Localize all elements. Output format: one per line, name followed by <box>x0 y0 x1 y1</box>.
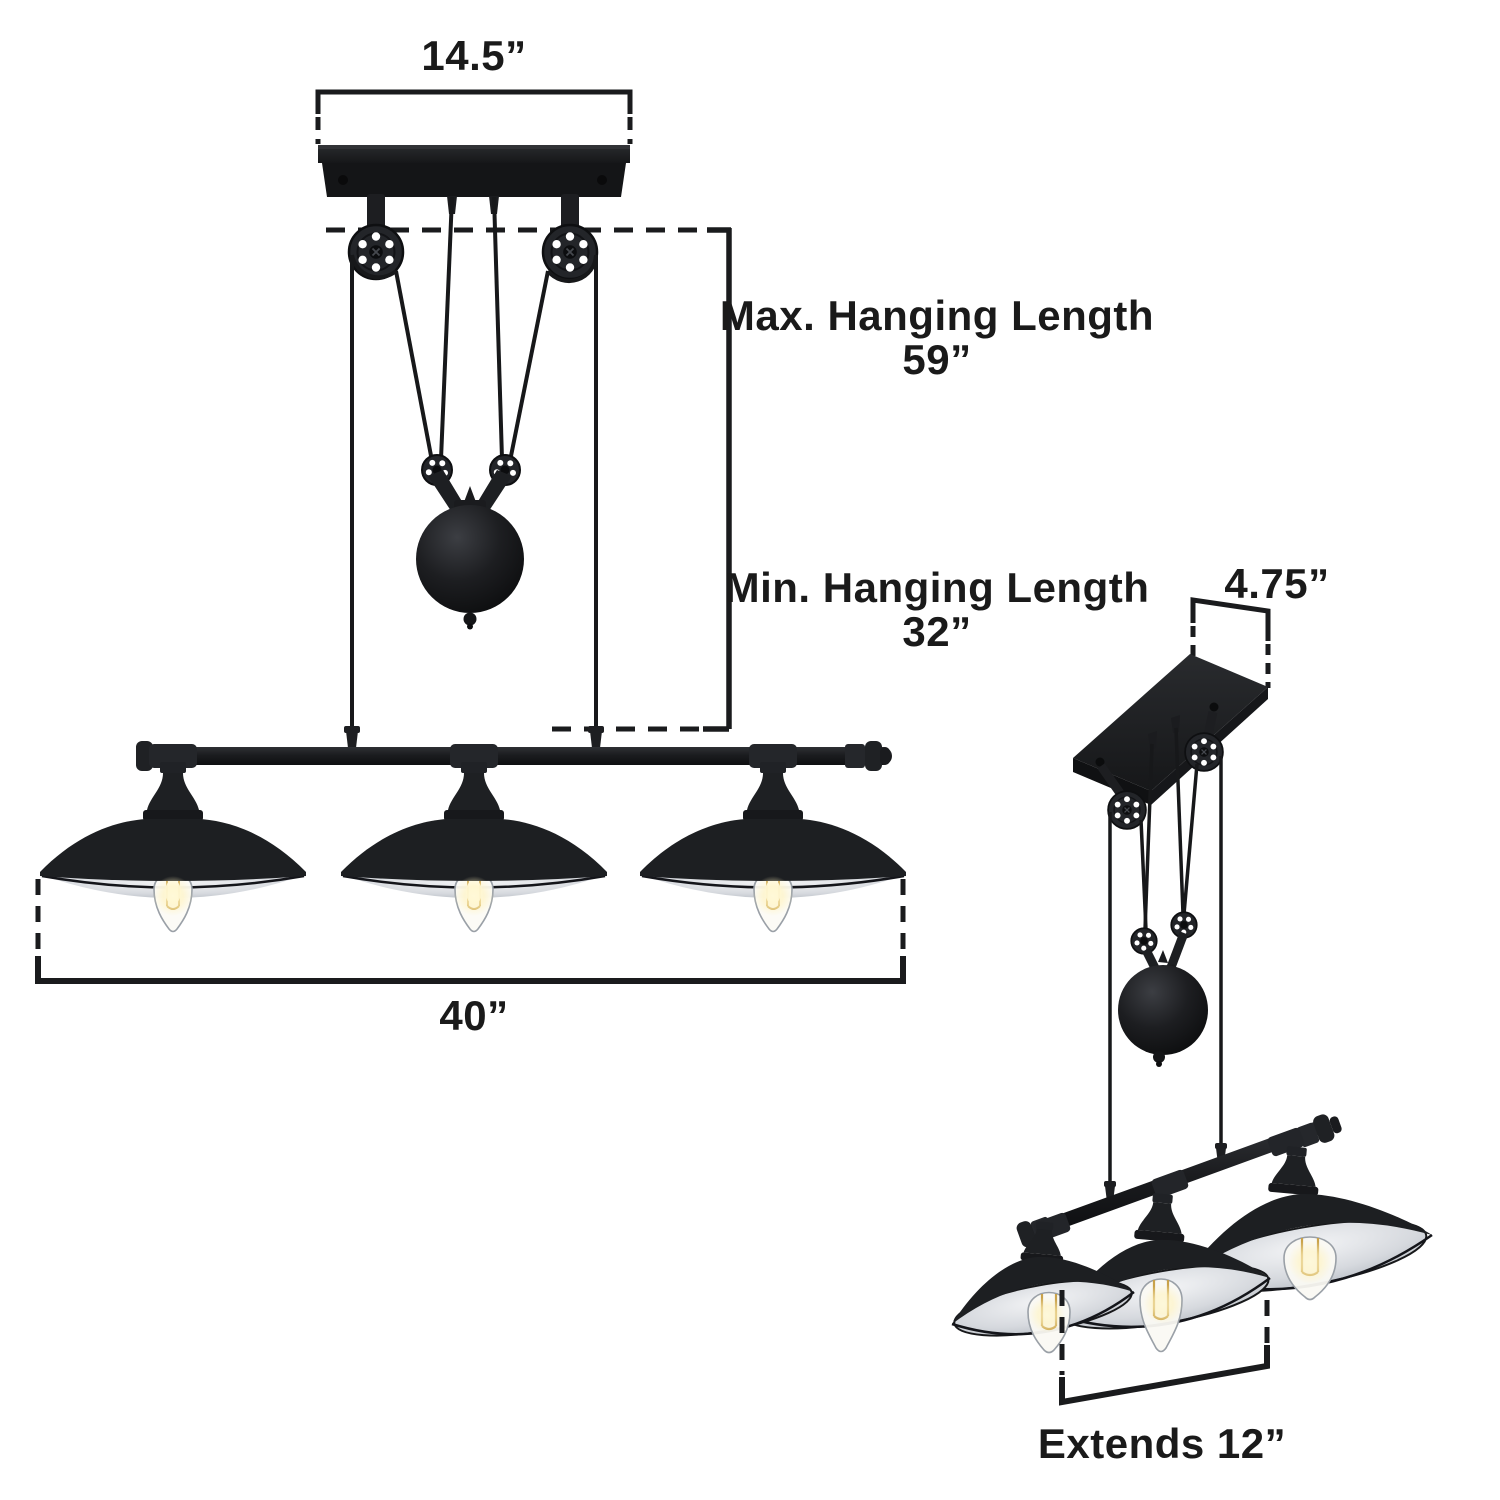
min-hanging-length-label: Min. Hanging Length 32” <box>725 566 1150 654</box>
min-hanging-length-title: Min. Hanging Length <box>724 564 1150 611</box>
pendant-lamp-1 <box>38 760 308 933</box>
dim-fixture-width-bracket <box>35 879 906 984</box>
pendant-lamp-perspective-1 <box>951 1221 1135 1354</box>
canopy-width-label: 14.5” <box>421 32 527 79</box>
dim-canopy-depth-bracket <box>1190 597 1271 688</box>
ceiling-canopy-perspective <box>1073 654 1268 806</box>
max-hanging-length-title: Max. Hanging Length <box>719 292 1155 339</box>
min-hanging-length-value: 32” <box>902 608 972 655</box>
perspective-view-fixture <box>951 597 1433 1406</box>
lower-pulley-perspective-left <box>1130 927 1158 955</box>
pendant-lamp-perspective-2 <box>1059 1193 1271 1353</box>
max-hanging-length-value: 59” <box>902 336 972 383</box>
extends-label: Extends 12” <box>1037 1420 1287 1467</box>
fixture-width-label: 40” <box>439 992 509 1039</box>
pendant-lamp-3 <box>638 760 908 933</box>
pendant-lamp-2 <box>339 760 609 933</box>
canopy-depth-label: 4.75” <box>1224 560 1330 607</box>
fixture-bar <box>136 726 892 771</box>
dim-extends-bracket <box>1059 1290 1270 1406</box>
suspension-cables <box>350 196 598 747</box>
counterweight-perspective <box>1118 931 1208 1067</box>
front-view-fixture <box>35 89 908 984</box>
dim-canopy-width-bracket <box>315 89 633 144</box>
counterweight <box>416 470 524 630</box>
dim-hanging-length-bracket <box>326 227 732 732</box>
suspension-cables-perspective <box>1108 727 1223 1186</box>
pulley-wheel-perspective-right <box>1184 732 1224 772</box>
max-hanging-length-label: Max. Hanging Length 59” <box>720 294 1154 382</box>
